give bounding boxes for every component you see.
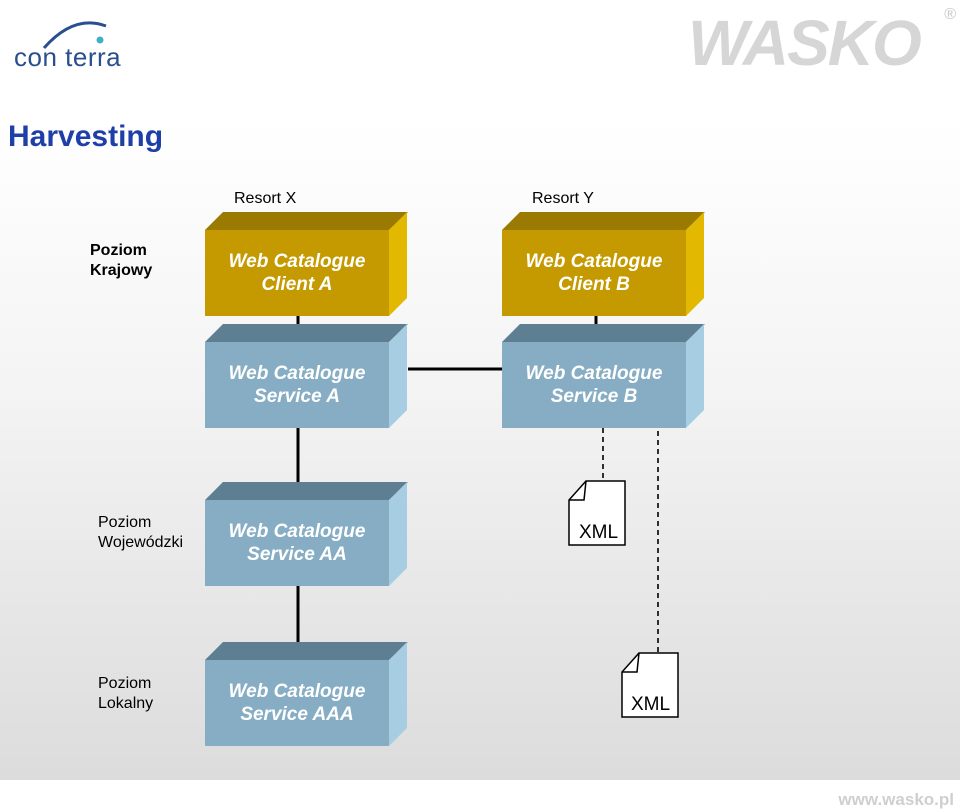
level-krajowy: Poziom Krajowy [90, 241, 152, 281]
level-lokalny: Poziom Lokalny [98, 674, 153, 714]
service-aaa-line2: Service AAA [240, 704, 354, 725]
level-wojewodzki-line1: Poziom [98, 514, 152, 531]
xml-document-icon [568, 480, 626, 546]
page-title: Harvesting [8, 120, 164, 153]
xml-document-2: XML [621, 652, 679, 718]
level-krajowy-line1: Poziom [90, 242, 147, 259]
service-a-line2: Service A [254, 386, 340, 407]
footer-url: www.wasko.pl [838, 790, 954, 809]
xml-label-2: XML [631, 694, 671, 715]
level-wojewodzki: Poziom Wojewódzki [98, 513, 183, 553]
level-wojewodzki-line2: Wojewódzki [98, 534, 184, 551]
service-b-line1: Web Catalogue [525, 363, 663, 384]
service-b-box: Web Catalogue Service B [502, 324, 705, 428]
client-b-line2: Client B [558, 274, 630, 295]
level-krajowy-line2: Krajowy [90, 262, 153, 279]
resort-y-label: Resort Y [532, 190, 594, 207]
service-a-line1: Web Catalogue [228, 363, 366, 384]
conterra-logo-text: con terra [14, 42, 122, 72]
client-a-box: Web Catalogue Client A [205, 212, 408, 316]
client-b-box: Web Catalogue Client B [502, 212, 705, 316]
xml-label-1: XML [579, 522, 619, 543]
client-a-line1: Web Catalogue [228, 251, 366, 272]
conterra-logo-arc-icon [42, 21, 107, 49]
wasko-logo-text: WASKO [688, 7, 922, 79]
level-lokalny-line2: Lokalny [98, 695, 154, 712]
resort-x-label: Resort X [234, 190, 297, 207]
wasko-logo: WASKO ® [688, 6, 958, 79]
registered-mark: ® [944, 6, 956, 23]
diagram-background [0, 120, 960, 780]
xml-document-1: XML [568, 480, 626, 546]
service-a-box: Web Catalogue Service A [205, 324, 408, 428]
service-b-line2: Service B [550, 386, 638, 407]
client-a-line2: Client A [261, 274, 333, 295]
level-lokalny-line1: Poziom [98, 675, 152, 692]
client-b-line1: Web Catalogue [525, 251, 663, 272]
service-aa-box: Web Catalogue Service AA [205, 482, 408, 586]
service-aa-line1: Web Catalogue [228, 521, 366, 542]
service-aa-line2: Service AA [247, 544, 347, 565]
service-aaa-box: Web Catalogue Service AAA [205, 642, 408, 746]
conterra-logo: con terra [14, 12, 134, 72]
service-aaa-line1: Web Catalogue [228, 681, 366, 702]
xml-document-icon [621, 652, 679, 718]
